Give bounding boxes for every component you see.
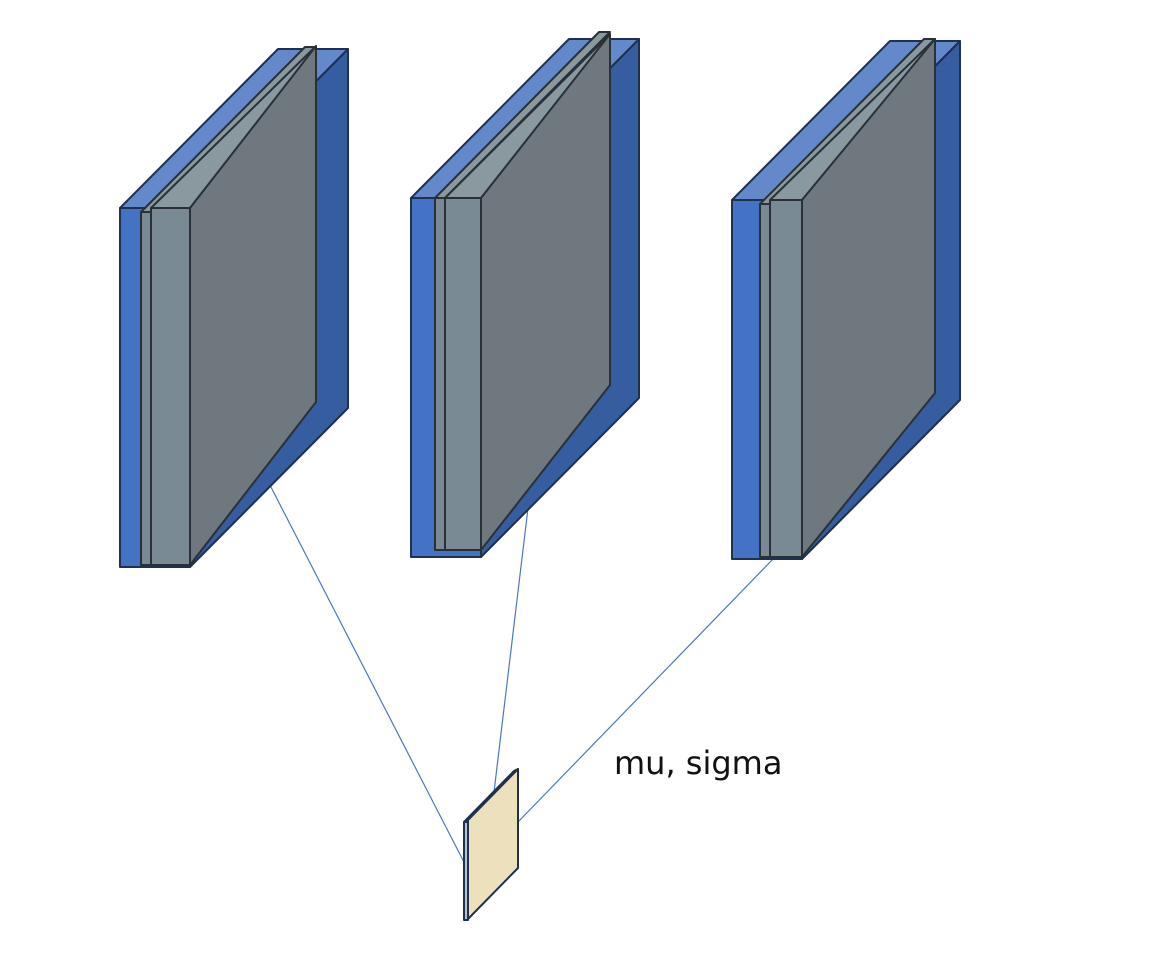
feature-block-3 <box>731 38 961 560</box>
connector-line-2 <box>493 457 535 793</box>
connector-line-3 <box>517 556 776 823</box>
block-3-thin-front <box>759 203 771 558</box>
block-2-gray-front <box>444 197 482 551</box>
feature-block-1 <box>119 45 349 568</box>
connector-line-1 <box>255 457 467 867</box>
block-2-thin-front <box>434 197 446 551</box>
mu-sigma-label: mu, sigma <box>614 744 782 782</box>
output-tile-face <box>467 768 519 920</box>
feature-block-2 <box>410 31 640 558</box>
block-1-thin-front <box>140 211 152 566</box>
output-tile <box>463 768 519 921</box>
connectors <box>255 457 776 867</box>
block-1-gray-front <box>150 207 191 566</box>
block-3-gray-front <box>769 199 803 558</box>
